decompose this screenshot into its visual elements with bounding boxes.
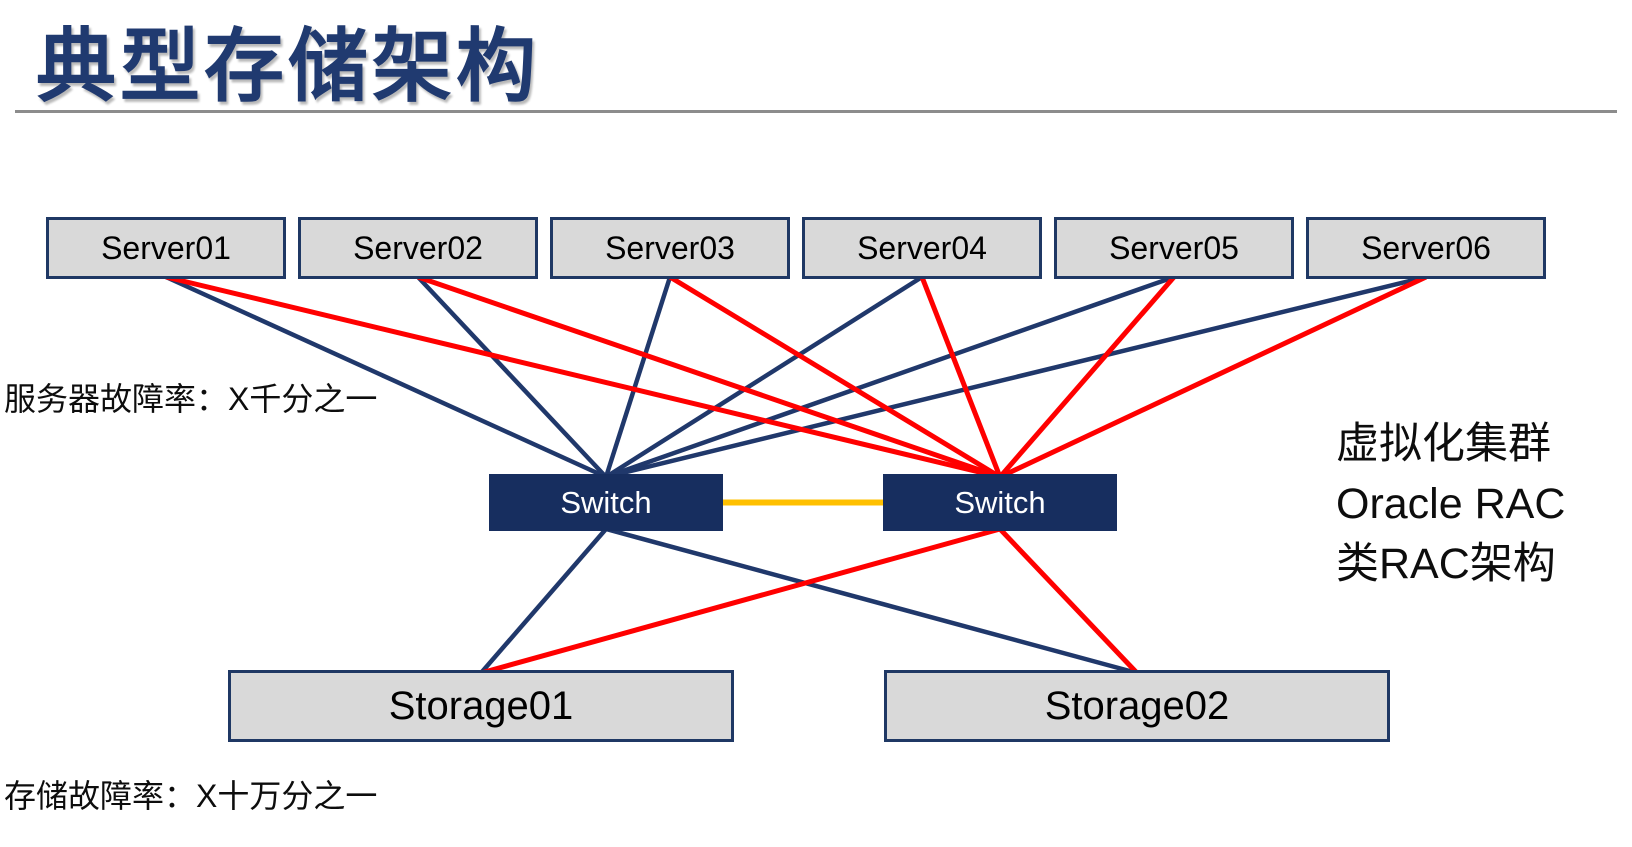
link-server01-switch2 <box>165 274 1001 480</box>
link-switch1-storage02 <box>605 526 1138 676</box>
server-failure-note: 服务器故障率：X千分之一 <box>4 381 378 417</box>
server-node-server05: Server05 <box>1054 217 1294 279</box>
link-server02-switch2 <box>417 274 1001 480</box>
title-divider <box>15 110 1617 113</box>
link-switch1-storage01 <box>479 527 608 675</box>
server-node-server02: Server02 <box>298 217 538 279</box>
link-server03-switch1 <box>603 276 673 478</box>
link-server05-switch2 <box>998 275 1176 479</box>
link-server04-switch2 <box>919 276 1003 478</box>
link-server03-switch2 <box>668 274 1002 480</box>
page-title: 典型存储架构 <box>36 22 540 111</box>
link-switch2-storage02 <box>998 527 1139 675</box>
server-node-server01: Server01 <box>46 217 286 279</box>
switch-node-switch2: Switch <box>883 474 1117 531</box>
link-switch2-storage01 <box>480 526 1001 676</box>
cluster-note-line: 类RAC架构 <box>1336 540 1556 588</box>
cluster-note-line: 虚拟化集群 <box>1336 420 1551 468</box>
link-server06-switch2 <box>998 274 1428 480</box>
storage-failure-note: 存储故障率：X十万分之一 <box>4 778 378 814</box>
storage-node-storage01: Storage01 <box>228 670 734 742</box>
cluster-note: 虚拟化集群 Oracle RAC 类RAC架构 <box>1336 414 1565 594</box>
link-server05-switch1 <box>605 274 1175 480</box>
link-server01-switch1 <box>165 274 607 480</box>
server-node-server04: Server04 <box>802 217 1042 279</box>
storage-node-storage02: Storage02 <box>884 670 1390 742</box>
switch-node-switch1: Switch <box>489 474 723 531</box>
link-server02-switch1 <box>416 275 608 479</box>
cluster-note-line: Oracle RAC <box>1336 480 1566 528</box>
link-server06-switch1 <box>605 274 1427 480</box>
server-node-server03: Server03 <box>550 217 790 279</box>
server-node-server06: Server06 <box>1306 217 1546 279</box>
link-server04-switch1 <box>604 275 924 479</box>
